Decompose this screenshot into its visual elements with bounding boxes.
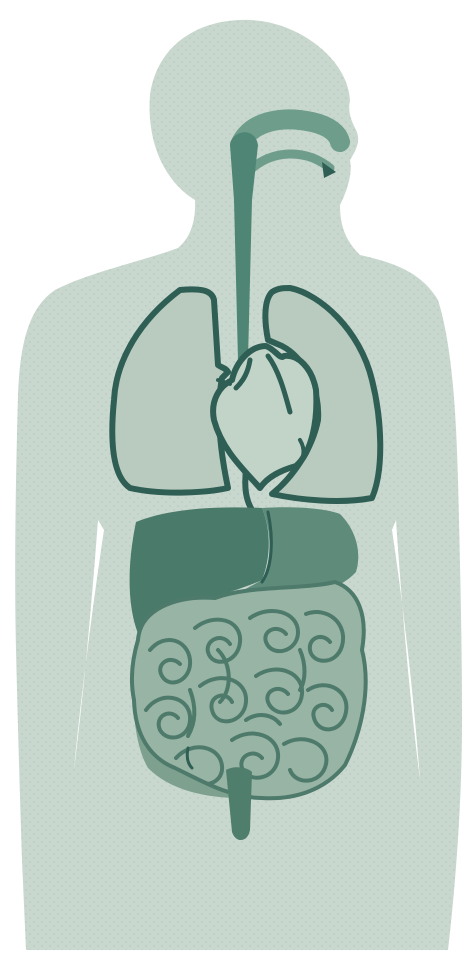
anatomy-diagram (0, 0, 472, 962)
